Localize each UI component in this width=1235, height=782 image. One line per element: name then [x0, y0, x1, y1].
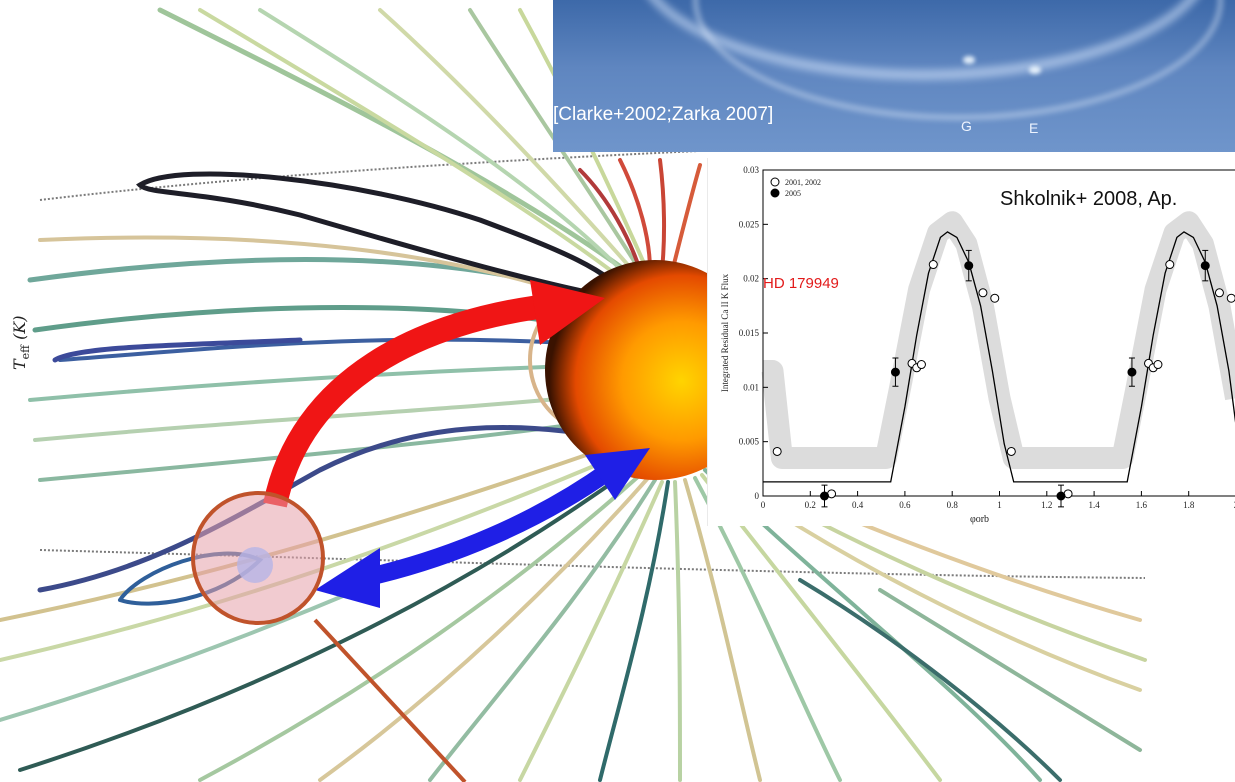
data-point [1214, 288, 1224, 298]
field-line [33, 393, 602, 442]
reference-label: Shkolnik+ 2008, Ap. [1000, 188, 1178, 210]
field-line [670, 163, 702, 274]
data-point [1153, 360, 1163, 370]
data-point [772, 446, 782, 456]
y-tick-label: 0.025 [739, 219, 760, 229]
data-point [1165, 260, 1175, 270]
moon-footprint-e [1029, 66, 1041, 74]
data-point [1006, 446, 1016, 456]
field-line [28, 363, 602, 402]
field-line [683, 478, 762, 782]
field-line [618, 158, 652, 272]
orbit-line-upper [39, 149, 721, 201]
blue-arrowhead-star [585, 448, 650, 500]
star-name-label: HD 179949 [763, 275, 839, 292]
data-point [1056, 491, 1066, 501]
field-line [318, 476, 650, 782]
field-line [598, 480, 670, 782]
x-tick-label: 1 [997, 500, 1002, 510]
callout-line [313, 618, 467, 782]
x-tick-label: 0 [761, 500, 766, 510]
field-line [52, 337, 303, 363]
field-line [58, 337, 602, 362]
y-tick-label: 0.005 [739, 437, 760, 447]
field-line [578, 168, 642, 272]
data-point [928, 260, 938, 270]
x-tick-label: 1.4 [1088, 500, 1100, 510]
jupiter-aurora-image: G E [Clarke+2002;Zarka 2007] [553, 0, 1235, 152]
blue-arrowhead-planet [315, 548, 380, 608]
moon-footprint-g [963, 56, 975, 64]
star-to-planet-arrow [263, 293, 557, 508]
data-point [978, 288, 988, 298]
y-tick-label: 0.03 [743, 165, 759, 175]
plot-svg: 0 0.005 0.01 0.015 0.02 0.025 0.03 0 0.2 0.4 0.6 0.… [720, 165, 1235, 525]
x-tick-label: 1.2 [1041, 500, 1052, 510]
legend-label: 2001, 2002 [785, 178, 821, 187]
planet [237, 547, 273, 583]
legend-marker [770, 188, 780, 198]
x-tick-label: 2 [1234, 500, 1235, 510]
field-line [258, 8, 642, 292]
field-line [37, 425, 623, 593]
model-curve [763, 231, 1235, 483]
data-point [964, 261, 974, 271]
field-lines [0, 7, 1147, 782]
x-axis-label: φorb [970, 514, 989, 525]
field-line [673, 480, 682, 782]
x-tick-label: 1.8 [1183, 500, 1195, 510]
field-line [428, 478, 657, 782]
moon-label-e: E [1029, 120, 1039, 136]
data-point [1127, 367, 1137, 377]
planet-to-star-arrow [353, 462, 616, 589]
legend-label: 2005 [785, 189, 801, 198]
data-point [1226, 293, 1235, 303]
field-line [18, 468, 632, 772]
data-point [916, 360, 926, 370]
x-tick-label: 1.6 [1136, 500, 1148, 510]
teff-unit: (K) [10, 315, 29, 345]
y-tick-label: 0.02 [743, 274, 759, 284]
x-tick-label: 0.2 [805, 500, 816, 510]
field-line [878, 588, 1142, 752]
data-point [819, 491, 829, 501]
model-band [761, 211, 1235, 469]
x-tick-label: 0.6 [899, 500, 911, 510]
teff-subscript: eff [19, 345, 33, 360]
x-tick-label: 0.8 [947, 500, 959, 510]
field-line [798, 578, 1062, 782]
red-arrowhead [530, 280, 605, 345]
data-point [890, 367, 900, 377]
y-axis-label: Integrated Residual Ca II K Flux [720, 273, 730, 392]
data-point [990, 293, 1000, 303]
field-line [198, 473, 642, 782]
field-line [198, 8, 632, 287]
moon-label-g: G [961, 118, 972, 134]
field-line [658, 158, 667, 272]
y-tick-label: 0.01 [743, 382, 759, 392]
caii-flux-plot: 0 0.005 0.01 0.015 0.02 0.025 0.03 0 0.2 0.4 0.6 0.… [707, 158, 1235, 526]
y-tick-label: 0.015 [739, 328, 760, 338]
teff-axis-label: Teff (K) [10, 315, 32, 370]
aurora-arc [693, 0, 1223, 120]
image-credit: [Clarke+2002;Zarka 2007] [553, 104, 774, 125]
field-line [378, 8, 652, 292]
y-tick-label: 0 [755, 491, 760, 501]
x-tick-label: 0.4 [852, 500, 864, 510]
teff-symbol: T [10, 359, 29, 370]
field-line [518, 480, 664, 782]
legend-marker [770, 177, 780, 187]
data-point [1200, 261, 1210, 271]
